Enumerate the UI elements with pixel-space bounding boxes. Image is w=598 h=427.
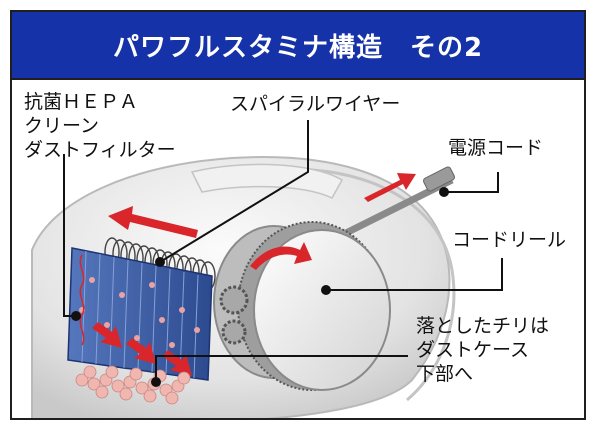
figure-frame: パワフルスタミナ構造 その2	[10, 10, 586, 420]
label-cord-reel: コードリール	[452, 229, 567, 251]
diagram-title: パワフルスタミナ構造 その2	[112, 32, 484, 63]
leader-reel-dot	[321, 285, 331, 295]
leader-dust-dot	[151, 377, 161, 387]
label-dust-fall: 落としたチリは ダストケース 下部へ	[416, 314, 549, 386]
label-power-cord: 電源コード	[448, 137, 544, 159]
cord-arrow	[364, 173, 416, 202]
label-spiral-wire: スパイラルワイヤー	[230, 93, 401, 115]
reel-arrow	[250, 242, 312, 270]
label-filter: 抗菌ＨＥＰＡ クリーン ダストフィルター	[24, 90, 176, 162]
leader-cord	[446, 172, 499, 193]
label-filter-line-2: クリーン	[24, 115, 100, 137]
plug	[422, 166, 456, 192]
leader-spiral	[159, 120, 309, 263]
gear-upper	[219, 285, 249, 315]
leader-reel	[328, 258, 503, 291]
filter-wave	[79, 254, 85, 346]
diagram-area: 抗菌ＨＥＰＡ クリーン ダストフィルター スパイラルワイヤー 電源コード コード…	[12, 80, 584, 418]
cleaner-illustration	[31, 120, 503, 418]
title-bar: パワフルスタミナ構造 その2	[12, 12, 584, 80]
leader-filter	[63, 154, 74, 317]
reel-face	[253, 229, 391, 391]
label-dust-fall-line-2: ダストケース	[416, 339, 530, 361]
leader-dust	[155, 355, 408, 382]
vacuum-rear	[311, 168, 456, 402]
down-arrow-2	[126, 338, 156, 364]
handle-bump	[190, 163, 344, 199]
label-dust-fall-line-1: 落としたチリは	[416, 315, 550, 337]
label-filter-line-1: 抗菌ＨＥＰＡ	[24, 91, 139, 113]
leader-lines	[63, 120, 503, 387]
label-filter-line-3: ダストフィルター	[24, 139, 176, 161]
leader-cord-dot	[439, 187, 449, 197]
leader-spiral-dot	[155, 257, 165, 267]
leader-filter-dot	[71, 311, 81, 321]
gear-lower	[221, 319, 247, 345]
dust-pile	[75, 365, 191, 405]
dust-particles	[79, 277, 200, 348]
spiral-arrow	[108, 206, 198, 238]
down-arrow-1	[92, 322, 122, 348]
label-dust-fall-line-3: 下部へ	[416, 363, 474, 385]
